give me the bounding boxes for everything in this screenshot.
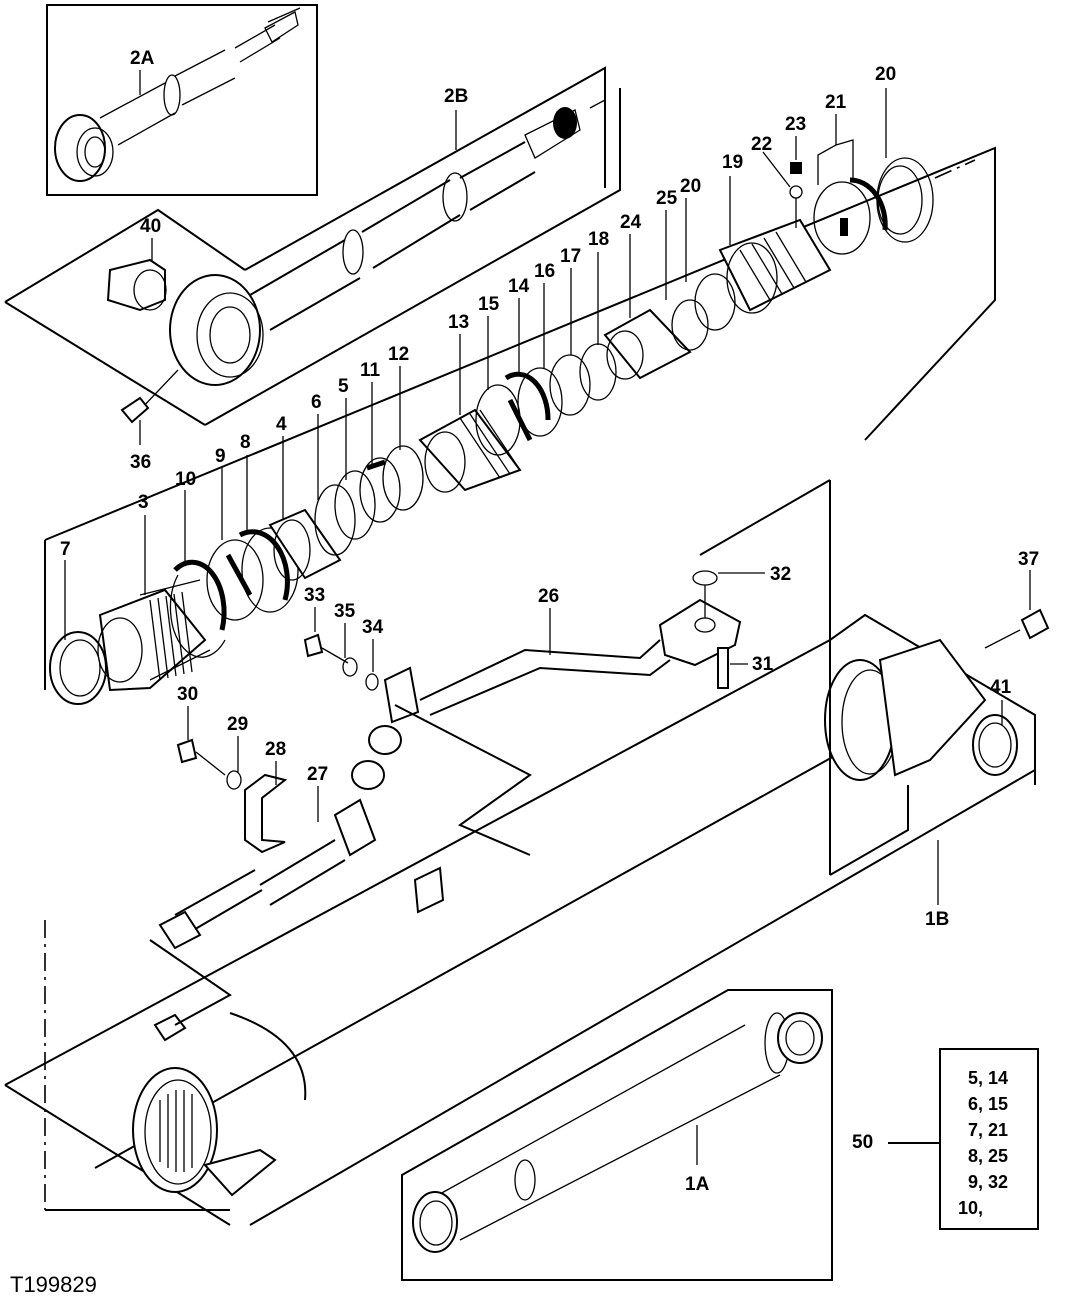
label-16: 16 bbox=[534, 261, 555, 282]
label-17: 17 bbox=[560, 246, 581, 267]
label-41: 41 bbox=[990, 677, 1012, 698]
label-19: 19 bbox=[722, 152, 743, 173]
piston-rod-2B: 40 2B 36 bbox=[4, 66, 621, 473]
label-23: 23 bbox=[785, 114, 806, 135]
seal-kit-row: 7, 21 bbox=[968, 1120, 1008, 1140]
seal-kit-row: 10, bbox=[958, 1198, 983, 1218]
seal-kit-row: 8, 25 bbox=[968, 1146, 1008, 1166]
label-26: 26 bbox=[538, 586, 559, 607]
label-10: 10 bbox=[175, 469, 196, 490]
label-18: 18 bbox=[588, 229, 609, 250]
label-32: 32 bbox=[770, 564, 791, 585]
seal-kit-row: 5, 14 bbox=[968, 1068, 1008, 1088]
label-50: 50 bbox=[852, 1132, 873, 1153]
label-6: 6 bbox=[311, 392, 322, 413]
label-33: 33 bbox=[304, 585, 325, 606]
label-37: 37 bbox=[1018, 549, 1039, 570]
label-12: 12 bbox=[388, 344, 409, 365]
label-9: 9 bbox=[215, 446, 226, 467]
label-8: 8 bbox=[240, 432, 251, 453]
label-2B: 2B bbox=[444, 86, 468, 107]
label-28: 28 bbox=[265, 739, 286, 760]
label-40: 40 bbox=[140, 216, 161, 237]
label-13: 13 bbox=[448, 312, 469, 333]
label-34: 34 bbox=[362, 617, 384, 638]
label-1A: 1A bbox=[685, 1174, 710, 1195]
pipe-and-clamps: 32 31 26 33 35 34 30 29 28 bbox=[149, 479, 831, 1026]
label-5: 5 bbox=[338, 376, 349, 397]
label-20-right: 20 bbox=[875, 64, 896, 85]
label-14: 14 bbox=[508, 276, 530, 297]
label-30: 30 bbox=[177, 684, 198, 705]
gland-piston-assembly: 7 3 10 9 8 4 6 5 11 12 13 15 14 16 17 18… bbox=[44, 64, 996, 705]
label-25: 25 bbox=[656, 188, 678, 209]
seal-kit-row: 6, 15 bbox=[968, 1094, 1008, 1114]
seal-kit-50: 50 5, 14 6, 15 7, 21 8, 25 9, 32 10, bbox=[852, 1048, 1039, 1230]
label-27: 27 bbox=[307, 764, 328, 785]
label-3: 3 bbox=[138, 492, 149, 513]
label-11: 11 bbox=[360, 360, 381, 381]
label-21: 21 bbox=[825, 92, 847, 113]
label-15: 15 bbox=[478, 294, 500, 315]
label-35: 35 bbox=[334, 601, 356, 622]
label-7: 7 bbox=[60, 539, 71, 560]
label-20-left: 20 bbox=[680, 176, 701, 197]
cylinder-barrel-1B: 1B 41 37 bbox=[4, 480, 1050, 1226]
label-36: 36 bbox=[130, 452, 151, 473]
label-29: 29 bbox=[227, 714, 248, 735]
label-1B: 1B bbox=[925, 909, 949, 930]
seal-kit-row: 9, 32 bbox=[968, 1172, 1008, 1192]
label-2A: 2A bbox=[130, 48, 155, 69]
label-24: 24 bbox=[620, 212, 642, 233]
label-22: 22 bbox=[751, 134, 772, 155]
inset-rod-2A: 2A bbox=[46, 4, 318, 196]
label-31: 31 bbox=[752, 654, 774, 675]
label-4: 4 bbox=[276, 414, 287, 435]
figure-id: T199829 bbox=[10, 1272, 97, 1297]
inset-cylinder-1A: 1A bbox=[401, 989, 833, 1281]
